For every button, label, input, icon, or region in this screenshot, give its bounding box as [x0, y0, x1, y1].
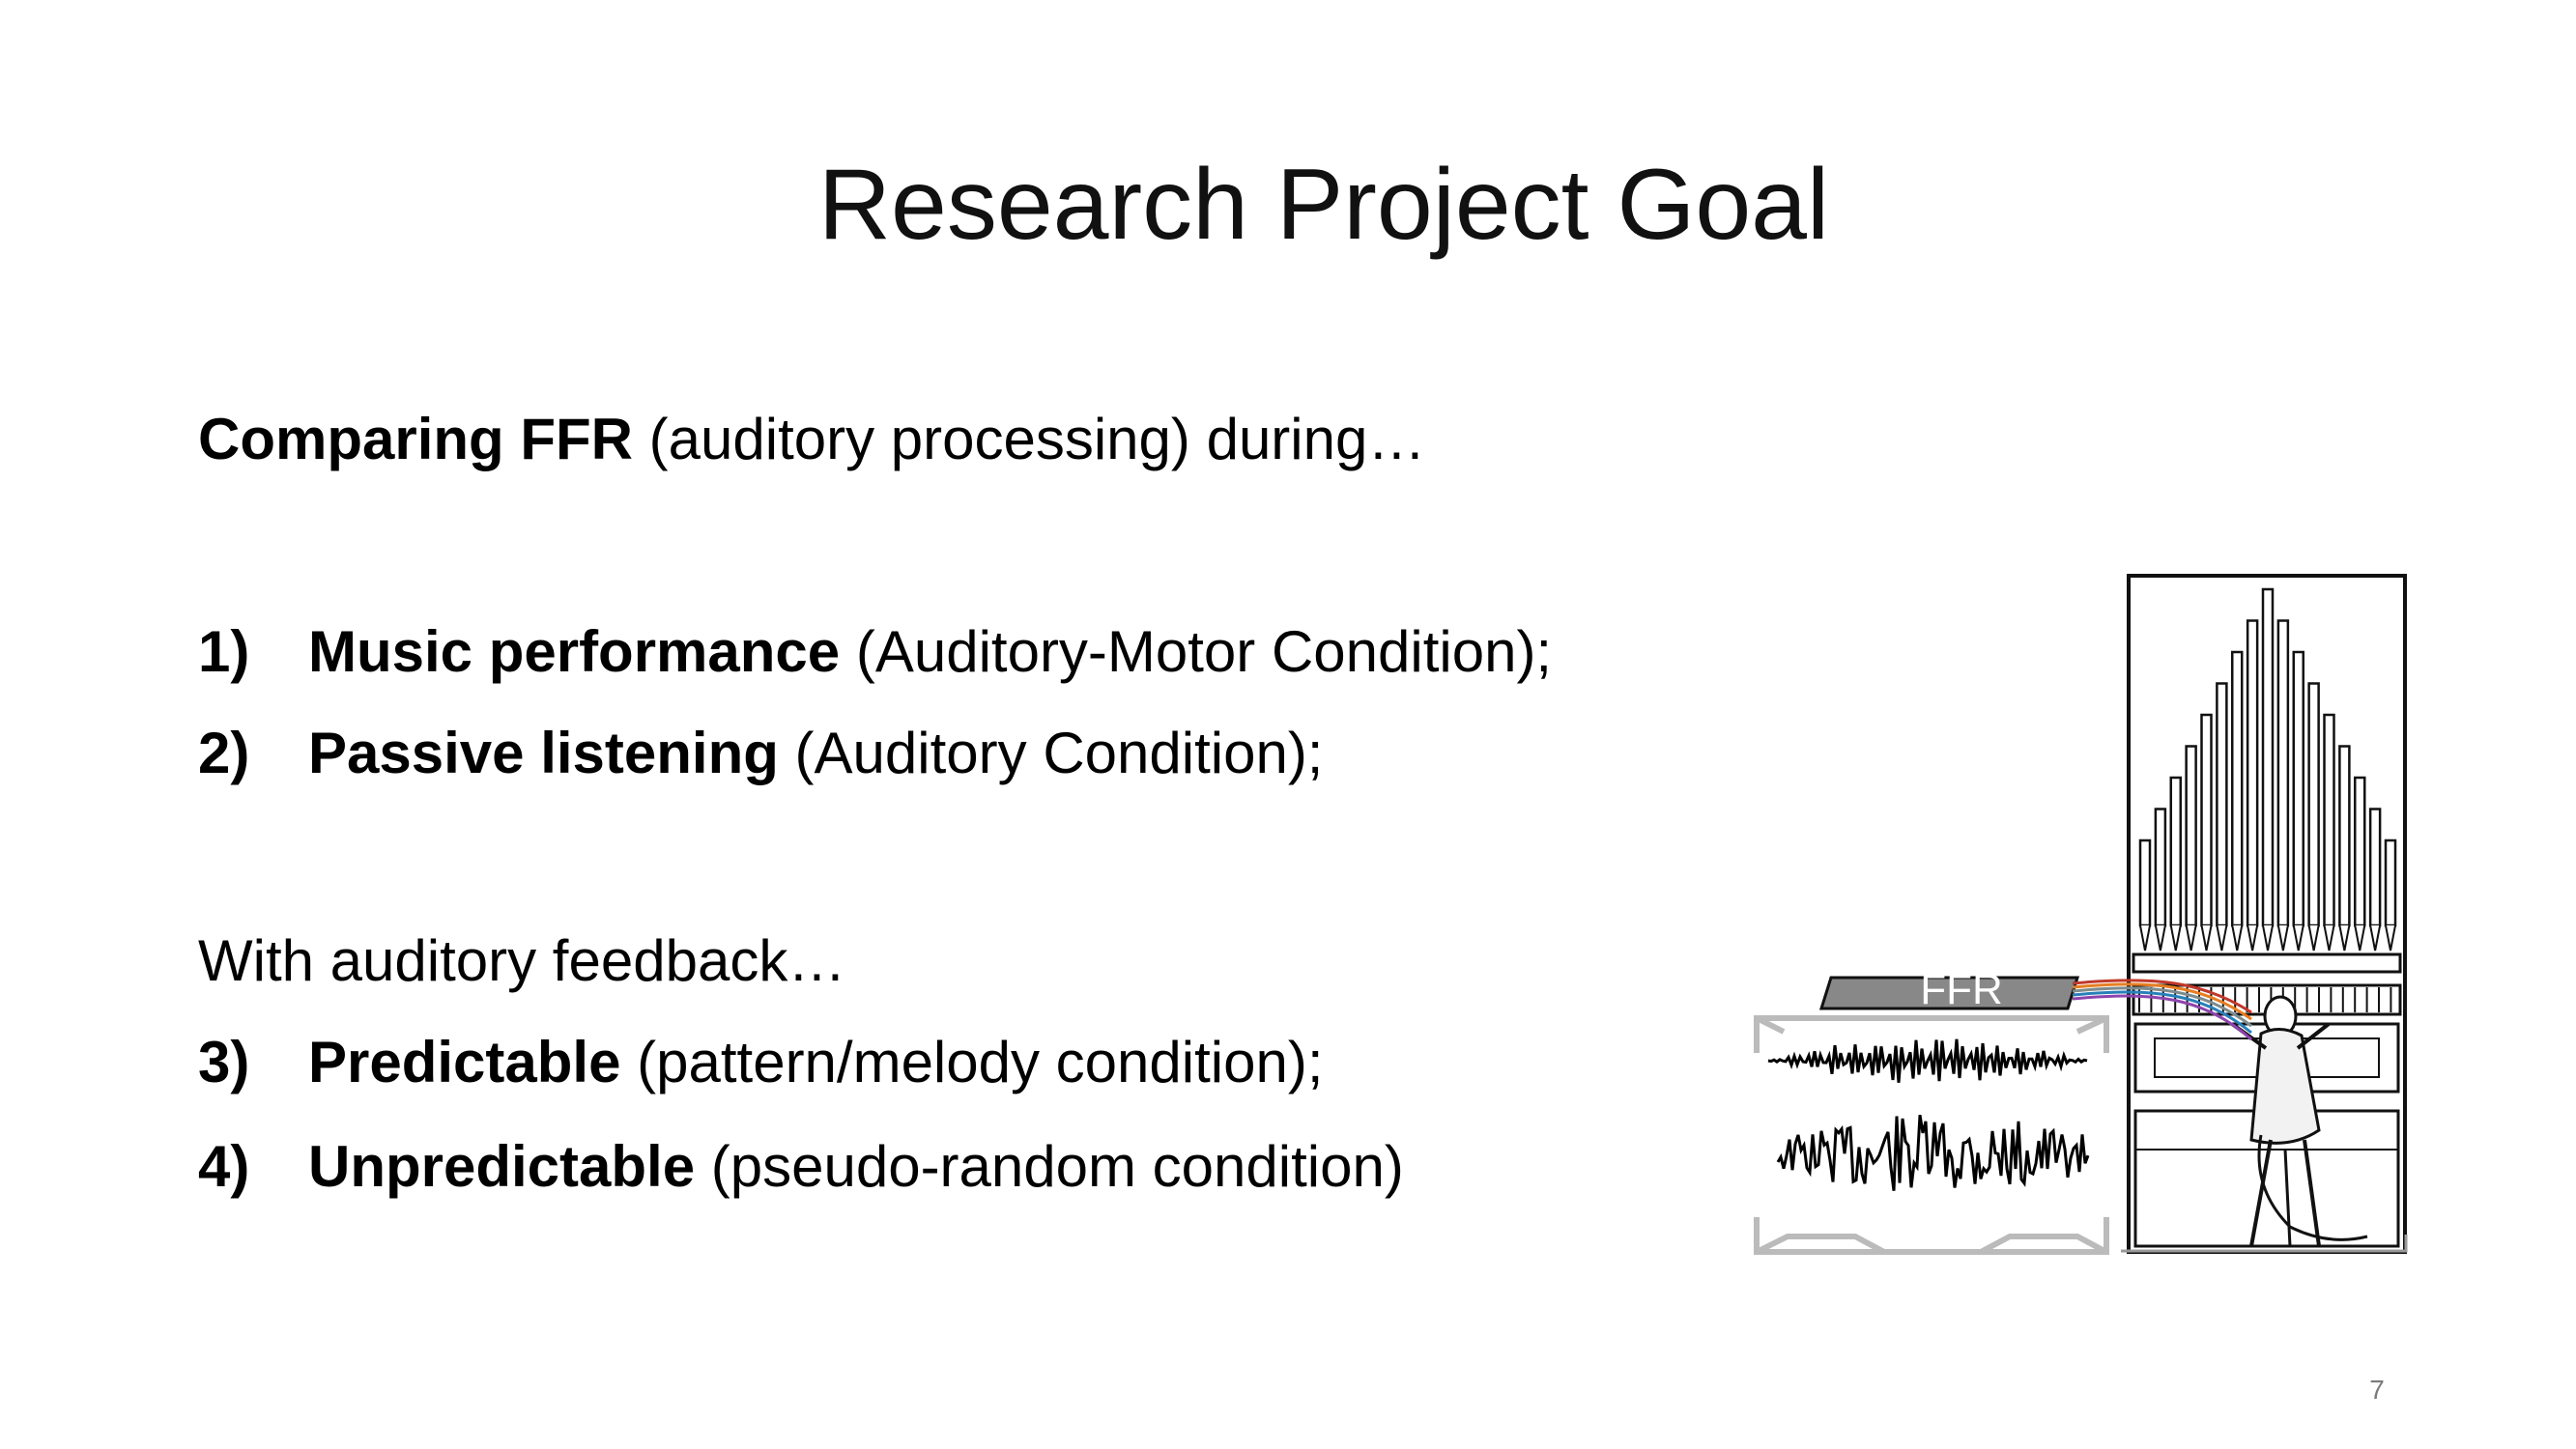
illustration-svg	[1754, 574, 2408, 1255]
list-item-rest: (pattern/melody condition);	[620, 1030, 1324, 1094]
ffr-waveform-top	[1767, 1038, 2088, 1083]
organ-pipe	[2384, 838, 2397, 927]
organ-pipe	[2292, 650, 2304, 927]
list-item-bold: Passive listening	[308, 721, 779, 785]
organ-pipe	[2200, 713, 2213, 927]
electrode-wire	[2072, 990, 2252, 1035]
list-number: 4)	[198, 1134, 250, 1199]
electrode-wire	[2072, 994, 2252, 1041]
organ-pipe	[2185, 745, 2197, 927]
list-item-rest: (Auditory Condition);	[778, 721, 1324, 785]
organist-figure	[2230, 995, 2368, 1247]
organ-pipe-foot	[2154, 924, 2166, 952]
list-number: 3)	[198, 1030, 250, 1094]
organ-pipe	[2368, 808, 2382, 927]
ffr-label: FFR	[1920, 966, 2003, 1013]
organ-pipe	[2323, 713, 2335, 927]
organ-pipe-foot	[2307, 924, 2320, 952]
ffr-plate	[1818, 976, 2080, 1010]
list-number: 1)	[198, 619, 250, 684]
eeg-panel-frame	[1754, 1015, 2109, 1255]
list-item-bold: Music performance	[308, 619, 841, 684]
organ-pipe	[2261, 587, 2275, 927]
organ-pipe-foot	[2338, 924, 2351, 952]
list-item-bold: Predictable	[308, 1030, 621, 1094]
organ-pipe	[2169, 776, 2182, 927]
list-item-rest: (Auditory-Motor Condition);	[840, 619, 1553, 684]
feedback-line: With auditory feedback…	[198, 928, 846, 993]
organ-pipe	[2231, 650, 2244, 927]
list-item-bold: Unpredictable	[308, 1134, 696, 1199]
intro-rest: (auditory processing) during…	[632, 407, 1426, 471]
list-item-4: 4)Unpredictable (pseudo-random condition…	[198, 1138, 1404, 1196]
organ-pipe-foot	[2139, 924, 2151, 952]
organ-pipe-foot	[2292, 924, 2304, 952]
organ-pipe	[2338, 745, 2351, 927]
list-item-rest: (pseudo-random condition)	[695, 1134, 1404, 1199]
organ-pipe-foot	[2354, 924, 2366, 952]
electrode-wire	[2072, 982, 2252, 1021]
organ-pipe-foot	[2369, 924, 2382, 952]
page-number: 7	[2369, 1375, 2385, 1405]
organ-pipe-foot	[2323, 924, 2335, 952]
organ-pipe	[2138, 838, 2152, 927]
organ-pipe-foot	[2200, 924, 2213, 952]
organ-pipe-foot	[2276, 924, 2289, 952]
organ-pipe	[2354, 776, 2366, 927]
intro-line: Comparing FFR (auditory processing) duri…	[198, 411, 1425, 469]
slide-title: Research Project Goal	[817, 149, 1830, 261]
organ-pipe	[2216, 682, 2228, 927]
list-item-3: 3)Predictable (pattern/melody condition)…	[198, 1034, 1324, 1092]
organ-pipe-foot	[2216, 924, 2228, 952]
organ-pipe-foot	[2262, 924, 2274, 952]
organ-pipe-foot	[2231, 924, 2244, 952]
list-item-2: 2) Passive listening (Auditory Condition)…	[198, 724, 1323, 782]
organ-pipes	[2138, 587, 2397, 952]
organ-pipe	[2154, 808, 2167, 927]
organ-pipe-foot	[2247, 924, 2259, 952]
organ-pipe	[2307, 682, 2320, 927]
organ-pipe-foot	[2385, 924, 2396, 952]
electrode-wires	[2072, 979, 2252, 1041]
organ-ffr-illustration	[1749, 570, 2425, 1265]
list-item-1: 1)Music performance (Auditory-Motor Cond…	[198, 623, 1552, 681]
electrode-wire	[2072, 979, 2252, 1014]
electrode-wire	[2072, 986, 2252, 1028]
organ-pipe	[2276, 619, 2290, 927]
intro-bold: Comparing FFR	[198, 407, 633, 471]
organ-pipe-foot	[2169, 924, 2182, 952]
list-number: 2)	[198, 721, 250, 785]
organ-pipe-foot	[2185, 924, 2197, 952]
organ-drawing	[2127, 574, 2407, 1254]
organ-pipe	[2246, 619, 2259, 927]
ffr-waveform-bottom	[1776, 1114, 2090, 1191]
